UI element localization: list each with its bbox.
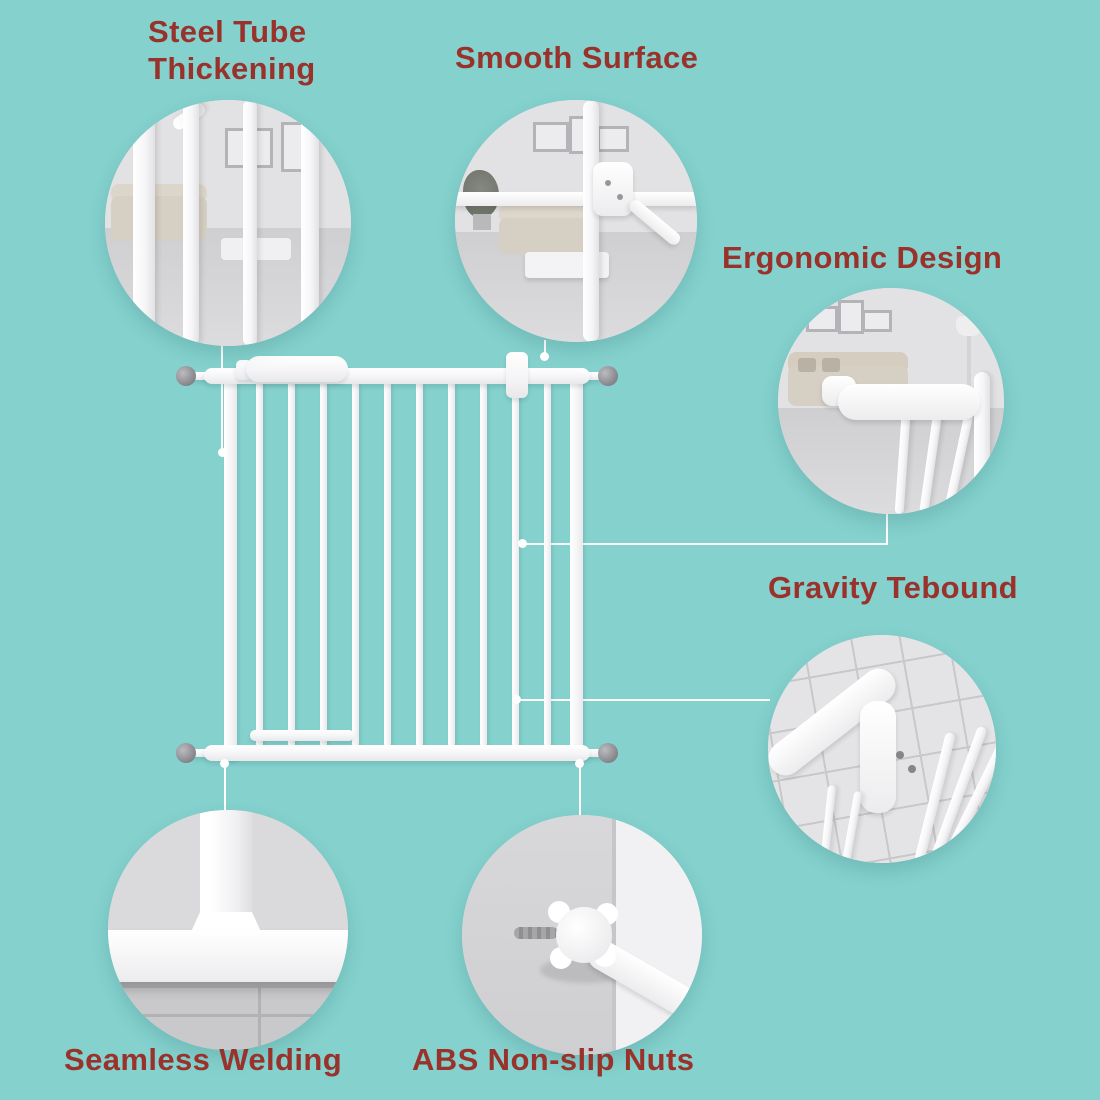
picture-frame (862, 310, 892, 332)
steel-tube (133, 100, 155, 346)
picture-frame (838, 300, 864, 334)
latch-screw (605, 180, 611, 186)
gate-rod-stub-top-left (192, 372, 210, 380)
smooth-surface-photo (455, 100, 697, 342)
steel-tube-label-line1: Steel Tube (148, 14, 307, 49)
steel-tube (301, 100, 319, 346)
steel-tube-scene (105, 100, 351, 346)
abs-nuts-photo (462, 815, 702, 1055)
gate-post-closeup (583, 100, 599, 342)
gravity-rebound-scene (768, 635, 996, 863)
picture-frame (597, 126, 629, 152)
gate-rail-closeup (455, 192, 697, 206)
sofa (499, 218, 587, 254)
gate-pressure-cap-top-right (598, 366, 618, 386)
connector-dot-steel-tube (218, 448, 227, 457)
tile-grout-line (108, 1014, 348, 1017)
connector-dot-welding (220, 759, 229, 768)
lamp-stem (967, 336, 971, 398)
connector-gravity (516, 699, 770, 701)
gate-pressure-cap-top-left (176, 366, 196, 386)
threaded-rod (514, 927, 558, 939)
pillow (798, 358, 816, 372)
connector-smooth-surface (544, 340, 546, 358)
gate-door-bottom-bar (250, 730, 354, 741)
connector-dot-ergonomic (518, 539, 527, 548)
lamp-shade (956, 316, 982, 336)
gate-right-post (570, 368, 583, 761)
gate-pressure-cap-bottom-right (598, 743, 618, 763)
ergonomic-design-scene (778, 288, 1004, 514)
connector-dot-smooth-surface (540, 352, 549, 361)
ergonomic-design-label: Ergonomic Design (722, 240, 1003, 275)
picture-frame (533, 122, 569, 152)
connector-ergonomic-horizontal (522, 543, 888, 545)
gate-bar (512, 382, 519, 747)
connector-dot-gravity (512, 695, 521, 704)
gate-bar (416, 382, 423, 747)
gate-rod-stub-bottom-left (192, 749, 210, 757)
latch-screw (617, 194, 623, 200)
seamless-welding-scene (108, 810, 348, 1050)
gate-bar (480, 382, 487, 747)
latch-mechanism (593, 162, 633, 216)
gate-bar (384, 382, 391, 747)
plant-pot (473, 214, 491, 230)
weld-flare (190, 912, 262, 934)
gate-bar (320, 382, 327, 747)
gravity-rebound-label: Gravity Tebound (768, 570, 1019, 605)
gate-base-bar (108, 930, 348, 982)
gate-bottom-rail (204, 745, 590, 761)
steel-tube-label-line2: Thickening (148, 50, 316, 86)
abs-nuts-scene (462, 815, 702, 1055)
smooth-surface-label: Smooth Surface (455, 40, 699, 75)
steel-tube (183, 100, 199, 346)
smooth-surface-scene (455, 100, 697, 342)
steel-tube-photo (105, 100, 351, 346)
hinge-screw (908, 765, 916, 773)
picture-frame (806, 306, 838, 332)
gravity-rebound-photo (768, 635, 996, 863)
connector-steel-tube (221, 344, 223, 454)
gate-handle-lever (246, 356, 348, 382)
seamless-welding-label: Seamless Welding (64, 1042, 343, 1077)
door-panel (612, 815, 702, 1055)
abs-nuts-label: ABS Non-slip Nuts (412, 1042, 695, 1077)
abs-nut-knob (556, 907, 612, 963)
gate-corner-post (860, 701, 896, 813)
gate-rod-stub-top-right (584, 372, 602, 380)
connector-welding (224, 763, 226, 812)
gate-left-post (224, 368, 237, 761)
gate-bar (352, 382, 359, 747)
connector-dot-nuts (575, 759, 584, 768)
gate-bar (288, 382, 295, 747)
gate-bar (448, 382, 455, 747)
steel-tube (243, 100, 257, 346)
gate-rod-stub-bottom-right (584, 749, 602, 757)
ergonomic-handle (838, 384, 980, 420)
gate-pressure-cap-bottom-left (176, 743, 196, 763)
floor-shadow-line (108, 980, 348, 988)
gate-bar (256, 382, 263, 747)
seamless-welding-photo (108, 810, 348, 1050)
pillow (822, 358, 840, 372)
gate-latch-housing (506, 352, 528, 398)
gate-bar (544, 382, 551, 747)
hinge-screw (896, 751, 904, 759)
ergonomic-design-photo (778, 288, 1004, 514)
tile-grout-line (258, 986, 261, 1050)
connector-nuts (579, 763, 581, 817)
safety-gate-illustration (170, 350, 630, 780)
connector-ergonomic-vertical (886, 512, 888, 545)
steel-tube-label: Steel Tube Thickening (148, 14, 316, 87)
